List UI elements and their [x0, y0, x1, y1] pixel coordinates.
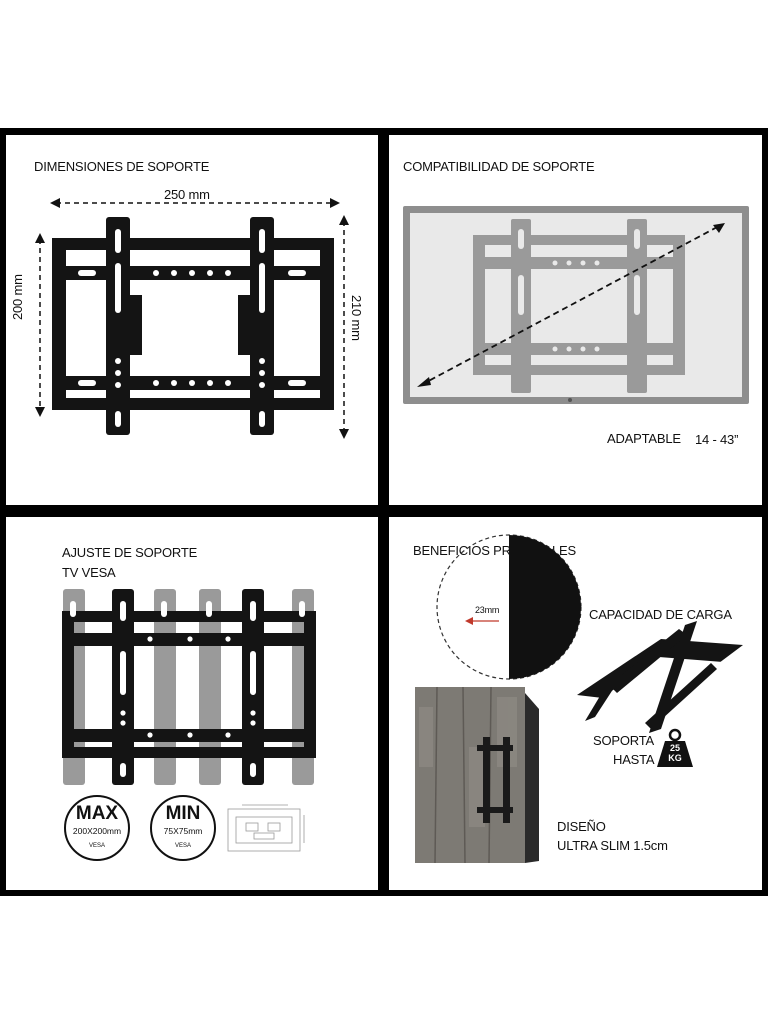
- weight-top: 25: [669, 743, 680, 753]
- depth-label: 23mm: [475, 605, 500, 615]
- bracket-adjustment-view: [62, 589, 316, 785]
- dimensions-panel: DIMENSIONES DE SOPORTE 250 mm 200 mm 210…: [6, 135, 378, 505]
- max-vesa-badge: MAX 200X200mm VESA: [64, 795, 130, 861]
- slim-depth-diagram: [436, 534, 582, 680]
- design-line1: DISEÑO: [557, 819, 606, 834]
- min-vesa-badge: MIN 75X75mm VESA: [150, 795, 216, 861]
- bracket-angled-view: [577, 621, 743, 733]
- width-label: 250 mm: [164, 187, 210, 202]
- compatibility-title: COMPATIBILIDAD DE SOPORTE: [403, 159, 595, 174]
- bracket-front-view: [52, 217, 334, 435]
- tv-illustration: [403, 206, 749, 404]
- vesa-subtitle: TV VESA: [62, 565, 116, 580]
- wall-mount-photo: [415, 686, 539, 864]
- min-badge-value: 75X75mm: [163, 826, 203, 836]
- vesa-panel: AJUSTE DE SOPORTE TV VESA: [6, 517, 378, 890]
- compatibility-panel: COMPATIBILIDAD DE SOPORTE ADAPTABLE 14 -…: [389, 135, 762, 505]
- design-line2: ULTRA SLIM 1.5cm: [557, 838, 668, 853]
- supports-line1: SOPORTA: [593, 733, 654, 748]
- weight-value: 25 KG: [657, 743, 693, 763]
- weight-icon: [657, 728, 693, 767]
- size-range-label: 14 - 43”: [695, 432, 739, 447]
- dimension-arrows: [35, 198, 349, 439]
- adaptable-label: ADAPTABLE: [607, 431, 681, 446]
- min-badge-title: MIN: [165, 803, 201, 824]
- weight-bottom: KG: [668, 753, 682, 763]
- vesa-diagram-icon: [227, 804, 305, 852]
- supports-line2: HASTA: [613, 752, 655, 767]
- benefits-panel: BENEFICIOS PRINCIPALES 23mm CAPACIDAD DE…: [389, 517, 762, 890]
- max-badge-caption: VESA: [88, 843, 105, 849]
- dimensions-title: DIMENSIONES DE SOPORTE: [34, 159, 210, 174]
- min-badge-caption: VESA: [174, 843, 191, 849]
- load-capacity-title: CAPACIDAD DE CARGA: [589, 607, 732, 622]
- max-badge-value: 200X200mm: [72, 826, 122, 836]
- max-badge-title: MAX: [75, 803, 119, 824]
- vesa-title: AJUSTE DE SOPORTE: [62, 545, 198, 560]
